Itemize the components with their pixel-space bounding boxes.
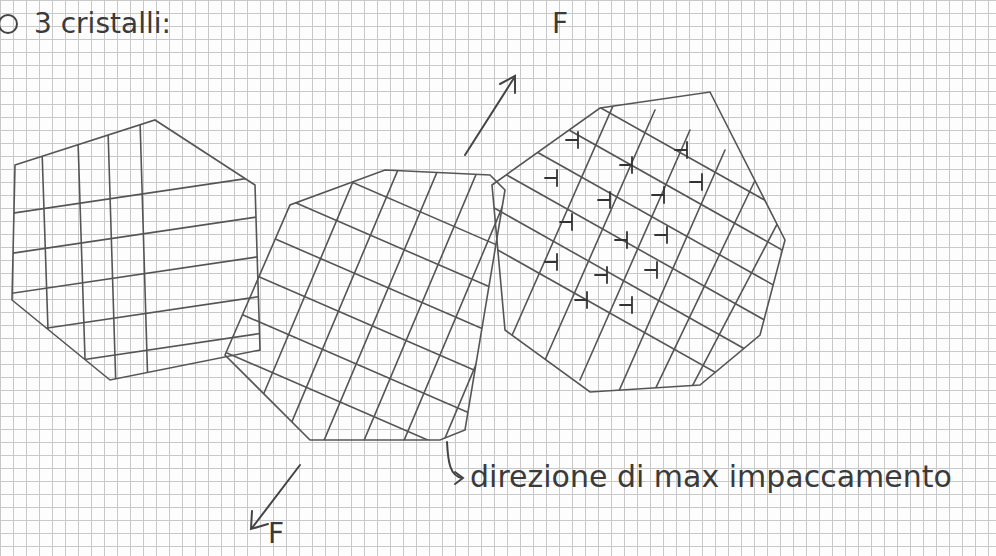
- crystal-grain: [225, 170, 505, 440]
- title: 3 cristalli:: [34, 10, 171, 38]
- note-label: direzione di max impaccamento: [470, 462, 952, 492]
- force-label: F: [552, 10, 568, 38]
- dislocation-symbol: [545, 132, 702, 313]
- leader-arrow: [455, 472, 463, 484]
- force-label: F: [268, 520, 284, 548]
- lattice-lines: [0, 120, 270, 390]
- crystal-grain: [12, 120, 260, 380]
- lattice-lines: [220, 125, 560, 480]
- lattice-lines: [480, 40, 800, 420]
- bullet: [0, 15, 17, 33]
